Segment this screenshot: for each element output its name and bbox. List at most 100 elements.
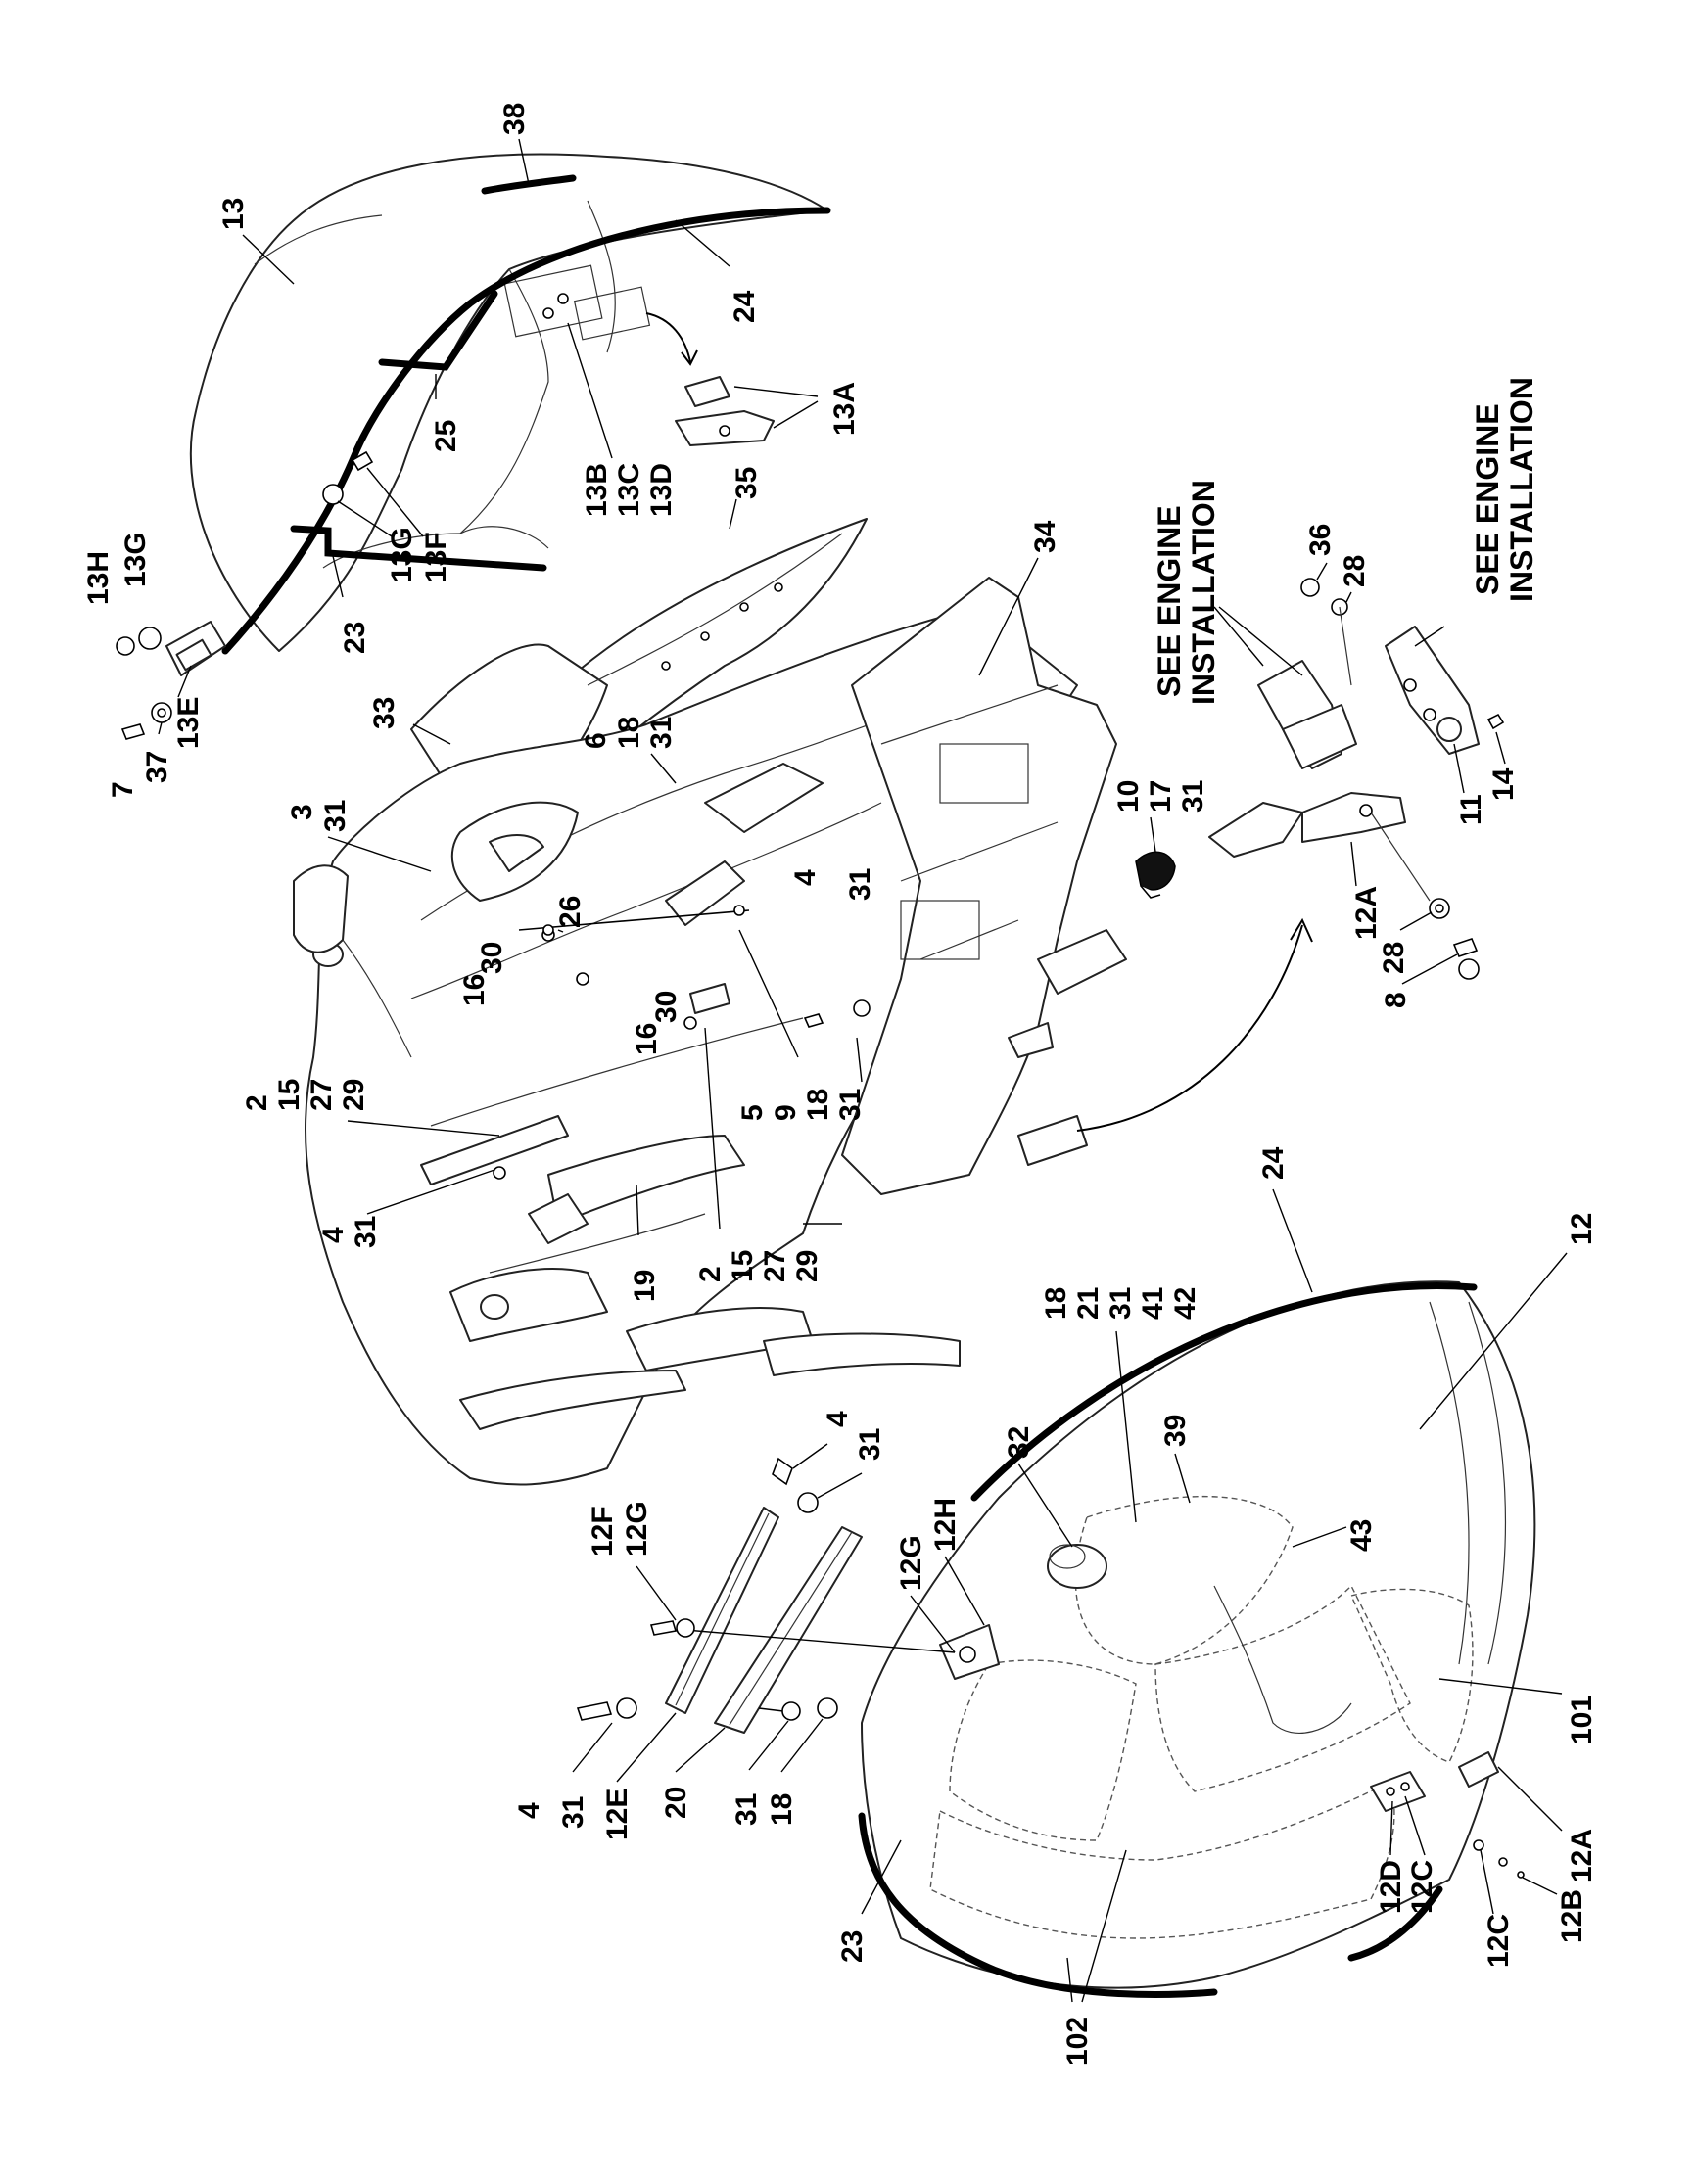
callout-35: 35: [729, 467, 763, 530]
note-line-2: INSTALLATION: [1186, 480, 1221, 705]
svg-text:2: 2: [241, 1094, 273, 1111]
hinge-13E: [116, 450, 374, 740]
callout-18-d: 18: [766, 1718, 824, 1826]
callout-102: 102: [1061, 1849, 1127, 2066]
callout-12: 12: [1419, 1213, 1598, 1430]
svg-text:13F: 13F: [420, 532, 452, 582]
callout-12G-a: 12G: [621, 1501, 677, 1621]
callout-12H: 12H: [929, 1498, 985, 1626]
svg-text:42: 42: [1169, 1287, 1201, 1320]
svg-text:7: 7: [107, 781, 139, 798]
callout-7: 7: [107, 781, 139, 798]
callout-4-c: 4: [792, 1411, 854, 1469]
svg-text:102: 102: [1061, 2017, 1094, 2066]
trim-strip-25: [378, 290, 498, 371]
callout-2-b: 2: [694, 1266, 727, 1282]
svg-text:33: 33: [368, 697, 400, 729]
note-line-1: SEE ENGINE: [1470, 403, 1505, 595]
svg-text:31: 31: [844, 868, 876, 901]
svg-text:41: 41: [1137, 1287, 1169, 1320]
svg-text:4: 4: [822, 1411, 854, 1427]
svg-text:31: 31: [319, 800, 352, 832]
svg-text:26: 26: [554, 896, 587, 928]
svg-text:31: 31: [645, 717, 678, 749]
callout-13D: 13D: [567, 322, 678, 517]
svg-text:36: 36: [1304, 524, 1337, 556]
callout-20: 20: [660, 1727, 726, 1819]
trim-strip-23-bottom: [858, 1812, 1218, 1998]
callout-31-b: 31: [319, 800, 432, 872]
callout-15-b: 15: [727, 1250, 759, 1282]
callout-31-a: 31: [645, 717, 678, 784]
callout-31-e: 31: [738, 929, 867, 1121]
callout-30-a: 30: [476, 942, 508, 974]
svg-text:31: 31: [834, 1089, 867, 1121]
svg-text:18: 18: [766, 1793, 798, 1826]
callout-4-b: 4: [317, 1227, 350, 1243]
svg-text:13: 13: [217, 198, 250, 230]
callout-12E: 12E: [601, 1712, 677, 1840]
svg-text:101: 101: [1566, 1696, 1598, 1744]
callout-12G-b: 12G: [895, 1535, 956, 1653]
svg-text:31: 31: [854, 1428, 886, 1461]
callout-36: 36: [1304, 524, 1337, 581]
callout-30-b: 30: [650, 991, 683, 1023]
svg-text:15: 15: [273, 1079, 306, 1111]
trim-strip-24-bottom: [970, 1282, 1478, 1502]
bumper-10: [1135, 851, 1176, 899]
svg-text:30: 30: [650, 991, 683, 1023]
callout-12C-a: 12C: [1404, 1795, 1438, 1914]
callout-29-b: 29: [704, 1027, 842, 1282]
trim-strip-24-top: [221, 207, 831, 655]
svg-text:20: 20: [660, 1787, 692, 1819]
svg-text:13H: 13H: [82, 551, 115, 605]
callout-8: 8: [1380, 953, 1458, 1008]
callout-15-a: 15: [273, 1079, 306, 1111]
svg-text:13B: 13B: [581, 463, 613, 517]
svg-text:29: 29: [791, 1250, 824, 1282]
callout-16-b: 16: [631, 1023, 663, 1055]
latch-13A: [675, 376, 775, 446]
svg-text:14: 14: [1487, 767, 1520, 801]
svg-text:29: 29: [338, 1079, 370, 1111]
svg-text:11: 11: [1455, 794, 1487, 825]
callout-37: 37: [141, 721, 173, 783]
callout-18-c: 18: [1040, 1287, 1072, 1320]
callout-4-a: 4: [789, 869, 822, 886]
callout-18-a: 18: [613, 717, 645, 749]
svg-text:12C: 12C: [1406, 1860, 1438, 1914]
note-line-1: SEE ENGINE: [1152, 505, 1187, 697]
callout-12B: 12B: [1522, 1877, 1588, 1943]
callout-38: 38: [498, 103, 531, 185]
svg-text:30: 30: [476, 942, 508, 974]
trim-strip-23-top: [290, 525, 547, 572]
callout-27-a: 27: [306, 1079, 338, 1111]
svg-text:4: 4: [317, 1227, 350, 1243]
callout-labels: 38 13 24 13A 25 13B 13C 13D 35 34 13H 13…: [82, 103, 1598, 2066]
callout-31-i: 31: [557, 1722, 613, 1829]
svg-text:31: 31: [350, 1216, 382, 1248]
svg-text:10: 10: [1112, 780, 1145, 813]
callout-13G-b: 13G: [337, 500, 418, 582]
callout-9: 9: [770, 1104, 802, 1121]
callout-41: 41: [1137, 1287, 1169, 1320]
svg-text:12D: 12D: [1375, 1860, 1407, 1914]
latch-12A-mid: [1208, 792, 1480, 980]
svg-text:43: 43: [1345, 1519, 1378, 1552]
engine-install-note-2: SEE ENGINE INSTALLATION: [1414, 377, 1539, 647]
svg-text:13A: 13A: [828, 382, 861, 436]
svg-text:37: 37: [141, 751, 173, 783]
svg-text:16: 16: [458, 974, 491, 1006]
svg-text:23: 23: [836, 1930, 869, 1963]
callout-4-d: 4: [513, 1802, 545, 1819]
svg-text:15: 15: [727, 1250, 759, 1282]
svg-text:31: 31: [1105, 1287, 1137, 1320]
svg-text:12: 12: [1566, 1213, 1598, 1245]
svg-text:35: 35: [730, 467, 763, 499]
callout-23-bottom: 23: [836, 1839, 902, 1963]
svg-text:18: 18: [802, 1089, 834, 1121]
svg-text:8: 8: [1380, 992, 1412, 1008]
callout-39: 39: [1159, 1415, 1192, 1504]
svg-text:28: 28: [1339, 555, 1371, 587]
